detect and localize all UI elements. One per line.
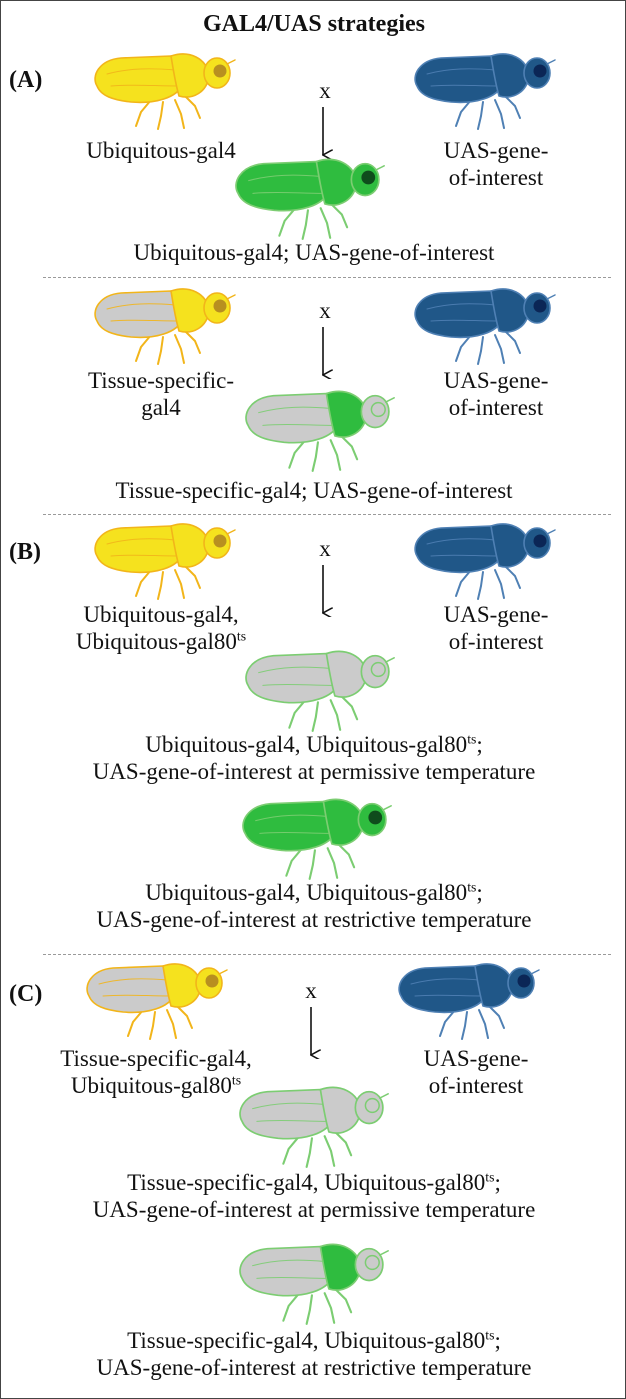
offspring-permissive-label: Tissue-specific-gal4, Ubiquitous-gal80ts… [92,1169,536,1222]
parent-right-label: UAS-gene-of-interest [443,138,549,190]
panel-label-a: (A) [9,67,43,93]
parent-right-label: UAS-gene-of-interest [423,1046,529,1098]
offspring-label: Tissue-specific-gal4; UAS-gene-of-intere… [115,478,513,503]
fly-uas-gene-of-interest [398,963,540,1040]
offspring-permissive-label: Ubiquitous-gal4, Ubiquitous-gal80ts;UAS-… [92,731,536,784]
fly-ubiquitous-gal4-gal80ts [94,523,236,600]
offspring-label: Ubiquitous-gal4; UAS-gene-of-interest [133,240,495,265]
panel-label-b: (B) [9,539,41,565]
cross-arrow [311,327,335,379]
panel-label-c: (C) [9,981,43,1007]
separator [43,277,611,278]
fly-offspring-expressing [242,798,392,880]
figure-title: GAL4/UAS strategies [203,11,425,37]
fly-offspring-no-expression [245,650,395,732]
fly-offspring-expressing [235,158,385,240]
parent-left-label: Tissue-specific-gal4,Ubiquitous-gal80ts [60,1046,252,1098]
fly-offspring-thorax-expressing [245,390,395,472]
separator [43,514,611,515]
cross-symbol: x [319,536,331,561]
fly-ubiquitous-gal4 [94,53,236,130]
offspring-restrictive-label: Ubiquitous-gal4, Ubiquitous-gal80ts;UAS-… [96,879,532,932]
cross-arrow [311,565,335,617]
parent-right-label: UAS-gene-of-interest [443,602,549,654]
fly-uas-gene-of-interest [414,53,556,130]
fly-tissue-specific-gal4 [94,288,236,365]
cross-symbol: x [319,298,331,323]
cross-symbol: x [319,78,331,103]
parent-left-label: Ubiquitous-gal4 [86,138,236,163]
cross-symbol: x [305,978,317,1003]
fly-tissue-specific-gal4-gal80ts [86,963,228,1040]
fly-uas-gene-of-interest [414,288,556,365]
fly-offspring-thorax-expressing [239,1243,389,1325]
separator [43,954,611,955]
cross-arrow [311,107,335,159]
offspring-restrictive-label: Tissue-specific-gal4, Ubiquitous-gal80ts… [96,1327,532,1380]
cross-arrow [299,1007,323,1059]
fly-offspring-no-expression [239,1086,389,1168]
parent-right-label: UAS-gene-of-interest [443,368,549,420]
parent-left-label: Ubiquitous-gal4,Ubiquitous-gal80ts [75,602,247,654]
parent-left-label: Tissue-specific-gal4 [87,368,235,420]
fly-uas-gene-of-interest [414,523,556,600]
